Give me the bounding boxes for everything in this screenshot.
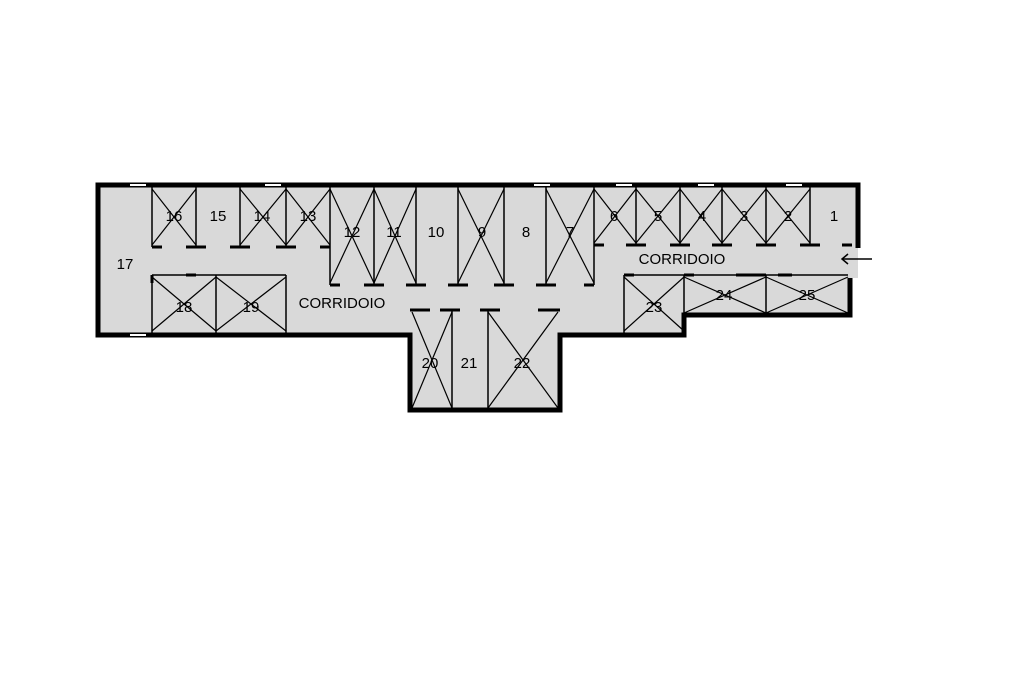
room-label-10: 10 bbox=[428, 224, 445, 241]
room-label-2: 2 bbox=[784, 208, 792, 225]
cross-marks bbox=[151, 188, 849, 409]
room-label-14: 14 bbox=[254, 208, 271, 225]
corridor-label-west: CORRIDOIO bbox=[299, 295, 386, 312]
floor-area bbox=[98, 185, 858, 410]
room-label-16: 16 bbox=[166, 208, 183, 225]
interior-partitions bbox=[151, 187, 848, 408]
room-label-7: 7 bbox=[566, 224, 574, 241]
arrow-left-icon bbox=[840, 253, 872, 265]
room-label-12: 12 bbox=[344, 224, 361, 241]
outer-walls bbox=[95, 182, 861, 413]
room-label-18: 18 bbox=[176, 299, 193, 316]
room-label-22: 22 bbox=[514, 355, 531, 372]
room-label-6: 6 bbox=[610, 208, 618, 225]
room-label-13: 13 bbox=[300, 208, 317, 225]
room-label-9: 9 bbox=[478, 224, 486, 241]
room-label-1: 1 bbox=[830, 208, 838, 225]
room-label-15: 15 bbox=[210, 208, 227, 225]
room-label-25: 25 bbox=[799, 287, 816, 304]
room-label-4: 4 bbox=[698, 208, 706, 225]
room-label-5: 5 bbox=[654, 208, 662, 225]
room-label-17: 17 bbox=[117, 256, 134, 273]
corridor-label-east: CORRIDOIO bbox=[639, 251, 726, 268]
room-label-11: 11 bbox=[386, 224, 402, 241]
window-marks bbox=[130, 184, 802, 336]
room-label-8: 8 bbox=[522, 224, 530, 241]
room-label-24: 24 bbox=[716, 287, 733, 304]
room-label-21: 21 bbox=[461, 355, 478, 372]
room-label-19: 19 bbox=[243, 299, 260, 316]
room-label-23: 23 bbox=[646, 299, 663, 316]
room-label-20: 20 bbox=[422, 355, 439, 372]
room-label-3: 3 bbox=[740, 208, 748, 225]
room-labels: 1 2 3 4 5 6 7 8 9 10 11 12 13 14 15 16 1… bbox=[117, 208, 839, 372]
door-marks bbox=[150, 243, 852, 312]
